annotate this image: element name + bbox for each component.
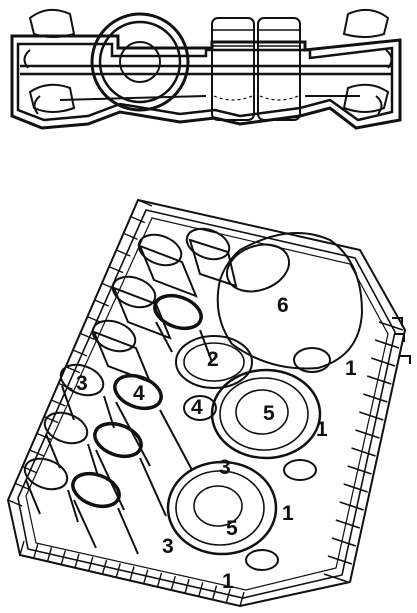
right-side-tines (324, 318, 410, 582)
rack-tine (51, 400, 65, 406)
label-small-plate: 2 (207, 348, 219, 371)
label-plate-upper: 5 (263, 402, 275, 425)
rack-tine (20, 541, 24, 555)
cups (21, 223, 236, 554)
label-cutlery-bottom: 1 (222, 570, 234, 593)
cup (68, 468, 138, 554)
rack-prong (344, 484, 368, 492)
saucer (246, 550, 278, 570)
rack-tine (95, 300, 109, 306)
bowl-6 (218, 233, 362, 369)
basket-side-view (12, 10, 400, 128)
cup (90, 418, 166, 516)
rack-prong (367, 376, 391, 384)
label-glass-left: 4 (133, 382, 145, 405)
label-bowl: 6 (277, 294, 289, 317)
rack-prong (375, 340, 399, 348)
item-labels: 6 2 4 3 4 5 1 1 3 5 3 1 1 (76, 294, 357, 593)
label-saucer-middle: 3 (219, 456, 231, 479)
rack-prong (359, 412, 383, 420)
rack-tine (73, 350, 87, 356)
rack-tine (240, 592, 244, 606)
rack-prong (352, 448, 376, 456)
rack-prong (332, 538, 356, 546)
rack-prong (340, 502, 364, 510)
label-saucer-lower: 3 (162, 535, 174, 558)
label-cutlery-right-bottom: 1 (282, 502, 294, 525)
rack-prong (355, 430, 379, 438)
basket-top-view: 6 2 4 3 4 5 1 1 3 5 3 1 1 (8, 200, 410, 606)
rack-prong (371, 358, 395, 366)
label-glass-middle: 4 (191, 396, 203, 419)
label-cutlery-right-top: 1 (345, 357, 357, 380)
rack-prong (336, 520, 360, 528)
cup (109, 271, 170, 338)
label-cutlery-right-middle: 1 (316, 418, 328, 441)
label-cup-left: 3 (76, 372, 88, 395)
rack-prong (328, 556, 352, 564)
cup (89, 315, 150, 382)
rack-prong (363, 394, 387, 402)
label-plate-lower: 5 (226, 517, 238, 540)
cup (41, 407, 98, 476)
cup (150, 290, 212, 362)
saucer (284, 460, 316, 480)
rack-clip (400, 356, 410, 364)
rack-prong (348, 466, 372, 474)
